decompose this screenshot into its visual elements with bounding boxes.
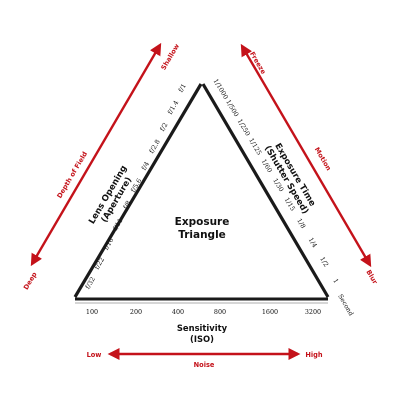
depth-of-field-arrow (30, 42, 162, 267)
shutter-speed-label: 1/500 (224, 98, 240, 118)
aperture-stop-label: f/16 (102, 237, 115, 252)
iso-value-label: 200 (130, 308, 142, 316)
motion-arrow (240, 43, 372, 268)
diagram-title-line2: Triangle (178, 229, 226, 241)
depth-deep-label: Deep (22, 270, 39, 291)
iso-label-line2: (ISO) (190, 334, 214, 344)
shutter-speed-label: 1/125 (247, 137, 263, 157)
iso-value-label: 400 (172, 308, 184, 316)
iso-scale: 100 200 400 800 1600 3200 (86, 308, 321, 316)
motion-blur-label: Blur (364, 268, 379, 286)
aperture-stop-label: f/1 (177, 82, 188, 93)
shutter-speed-label: 1/8 (295, 217, 307, 230)
noise-label: Noise (194, 361, 215, 369)
diagram-title-line1: Exposure (175, 216, 230, 228)
shutter-speed-label: 1/2 (318, 255, 330, 268)
depth-shallow-label: Shallow (159, 42, 181, 71)
iso-value-label: 3200 (305, 308, 321, 316)
aperture-scale: f/32f/22f/16f/11f/8f/5.6f/4f/2.8f/2f/1.4… (84, 82, 188, 290)
shutter-speed-label: 1 (331, 277, 340, 285)
iso-value-label: 100 (86, 308, 98, 316)
aperture-stop-label: f/1.4 (166, 99, 180, 116)
shutter-speed-label: 1/1000 (212, 77, 230, 100)
noise-high-label: High (305, 351, 322, 359)
aperture-stop-label: f/22 (93, 256, 106, 271)
iso-label-line1: Sensitivity (177, 323, 228, 333)
iso-value-label: 1600 (262, 308, 278, 316)
shutter-unit-label: Second (336, 293, 355, 318)
shutter-speed-label: 1/250 (236, 117, 252, 137)
aperture-stop-label: f/2 (158, 121, 169, 132)
motion-label: Motion (313, 146, 333, 172)
noise-low-label: Low (87, 351, 102, 359)
iso-value-label: 800 (214, 308, 226, 316)
shutter-speed-label: 1/4 (307, 236, 319, 249)
